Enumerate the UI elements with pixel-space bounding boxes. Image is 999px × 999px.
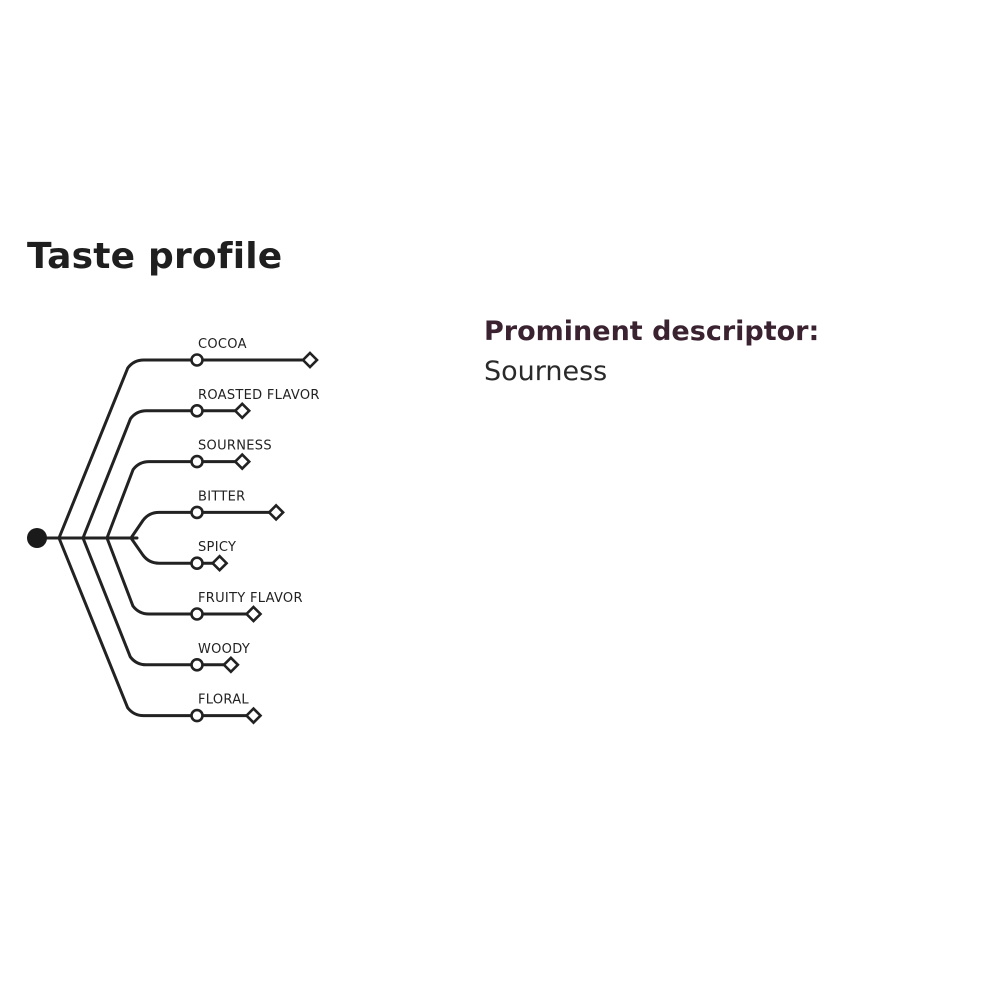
branch-spicy [129,536,199,565]
bar-end-marker [244,706,263,725]
bar-start-marker [190,556,204,570]
bar-end-marker [301,351,319,369]
flavor-label-spicy: SPICY [198,540,236,555]
flavor-label-bitter: BITTER [198,489,245,504]
chart-branches [35,358,199,718]
descriptor-panel: Prominent descriptor: Sourness [484,314,964,390]
bar-end-marker [233,401,252,420]
flavor-label-fruity-flavor: FRUITY FLAVOR [198,591,303,606]
bar-end-marker [267,503,285,522]
bar-end-marker [244,605,263,623]
branch-woody [81,536,199,667]
flavor-label-cocoa: COCOA [198,337,247,352]
bar-end-marker [210,554,229,573]
section-title: Taste profile [27,236,283,277]
bar-end-marker [222,655,240,674]
flavor-label-woody: WOODY [198,642,250,657]
flavor-label-sourness: SOURNESS [198,439,272,454]
branch-floral [57,536,199,718]
bar-start-marker [190,708,204,723]
chart-bars [190,351,319,725]
flavor-label-roasted-flavor: ROASTED FLAVOR [198,388,320,403]
branch-roasted-flavor [81,409,199,540]
bar-start-marker [190,657,204,672]
root-node [27,528,47,548]
bar-start-marker [190,454,204,469]
branch-fruity-flavor [105,536,199,616]
branch-cocoa [57,358,199,540]
chart-labels: COCOA ROASTED FLAVOR SOURNESS BITTER SPICY FR… [198,337,320,708]
descriptor-label: Prominent descriptor: [484,316,820,347]
bar-start-marker [190,353,204,367]
flavor-label-floral: FLORAL [198,693,249,708]
bar-start-marker [190,607,204,621]
bar-start-marker [190,404,204,418]
branch-sourness [105,460,199,540]
taste-profile-chart: COCOA ROASTED FLAVOR SOURNESS BITTER SPICY FR… [0,320,440,740]
descriptor-value: Sourness [484,356,608,387]
branch-bitter [129,510,199,540]
bar-end-marker [233,452,252,471]
taste-profile-svg: COCOA ROASTED FLAVOR SOURNESS BITTER SPICY FR… [27,337,320,725]
bar-start-marker [190,505,204,520]
